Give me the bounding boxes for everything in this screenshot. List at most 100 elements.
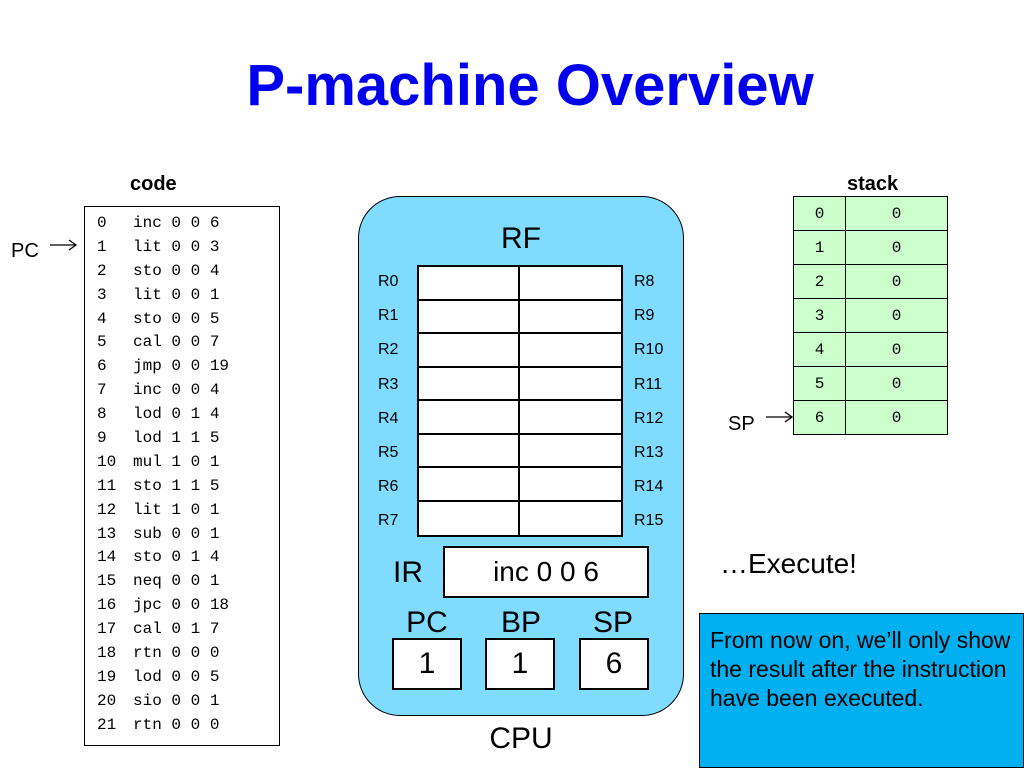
code-instruction: mul 1 0 1 [133,452,220,471]
code-instruction: neq 0 0 1 [133,572,220,591]
code-line: 4 sto 0 0 5 [85,308,279,332]
code-instruction: sto 0 0 5 [133,309,220,328]
stack-index: 3 [793,298,846,333]
stack-value: 0 [845,400,948,435]
code-instruction: cal 0 1 7 [133,620,220,639]
code-line: 6 jmp 0 0 19 [85,355,279,379]
register-name-left: R6 [378,478,399,496]
register-name-right: R8 [634,273,655,290]
code-line-number: 14 [97,548,117,567]
stack-value: 0 [845,366,948,401]
stack-value: 0 [845,332,948,367]
code-line-number: 21 [97,715,117,734]
register-name-right: R11 [634,375,663,393]
stack-value: 0 [845,230,948,265]
slide-title: P-machine Overview [246,53,814,118]
code-line-number: 0 [97,214,107,232]
sp-pointer-label: SP [728,413,755,435]
code-instruction: rtn 0 0 0 [133,715,220,734]
code-instruction: cal 0 0 7 [133,333,220,352]
code-line: 16 jpc 0 0 18 [85,594,279,618]
register-file-grid [417,265,623,537]
code-instruction: inc 0 0 6 [133,214,220,232]
code-instruction: lit 1 0 1 [133,500,220,519]
register-cell [520,267,621,301]
stack-index: 1 [793,230,846,265]
code-instruction: lod 1 1 5 [133,429,220,448]
register-name-left: R4 [378,409,399,427]
code-line: 15 neq 0 0 1 [85,570,279,594]
register-name-left: R1 [378,307,399,325]
code-line-number: 17 [97,620,117,639]
code-instruction: sto 0 1 4 [133,548,220,567]
register-cell [419,401,520,435]
pc-register-value: 1 [392,638,462,690]
register-cell [520,468,621,502]
register-cell [419,434,520,468]
execute-caption: …Execute! [720,548,857,579]
code-line-number: 19 [97,667,117,686]
register-cell [419,468,520,502]
code-instruction: sto 1 1 5 [133,476,220,495]
sp-register-label: SP [592,606,634,639]
code-line-number: 12 [97,500,117,519]
register-cell [419,267,520,301]
stack-value: 0 [845,264,948,299]
code-instruction: jpc 0 0 18 [133,596,230,615]
sp-arrow-icon [766,407,796,433]
code-line-number: 3 [97,285,107,304]
code-instruction: lod 0 0 5 [133,667,220,686]
code-line-number: 1 [97,237,107,256]
register-cell [419,501,520,535]
code-instruction: sio 0 0 1 [133,691,220,710]
code-instruction: jmp 0 0 19 [133,357,230,376]
register-cell [520,401,621,435]
register-name-left: R2 [378,341,399,359]
register-name-right: R13 [634,444,664,461]
code-line-number: 16 [97,596,117,615]
stack-index: 5 [793,366,846,401]
register-name-right: R15 [634,512,664,530]
code-line-number: 4 [97,309,107,328]
code-line: 12 lit 1 0 1 [85,499,279,523]
register-cell [419,367,520,401]
register-cell [520,435,621,468]
code-line: 19 lod 0 0 5 [85,666,279,690]
register-cell [419,300,520,334]
ir-value-box: inc 0 0 6 [443,546,649,598]
pc-pointer-label: PC [11,240,39,262]
stack-value: 0 [845,196,948,231]
code-line-number: 15 [97,572,117,591]
register-cell [520,502,621,536]
stack-index: 4 [793,332,846,367]
code-line-number: 6 [97,357,107,376]
code-instruction: sto 0 0 4 [133,261,220,280]
code-line-number: 2 [97,261,107,280]
stack-index: 6 [793,400,846,435]
register-name-left: R5 [378,444,399,461]
code-line-number: 18 [97,644,117,663]
code-line-number: 7 [97,381,107,400]
code-line-number: 5 [97,333,107,352]
register-name-left: R7 [378,512,399,530]
ir-label: IR [393,556,423,589]
sp-register-value: 6 [579,638,649,690]
code-instruction: lit 0 0 1 [133,285,220,304]
stack-label: stack [847,173,899,195]
